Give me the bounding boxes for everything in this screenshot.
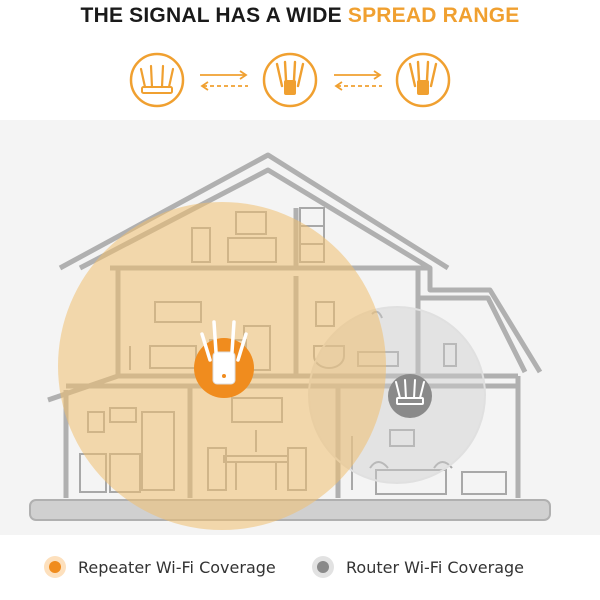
signal-arrows-icon bbox=[200, 70, 248, 91]
legend-repeater-label: Repeater Wi-Fi Coverage bbox=[78, 557, 276, 577]
router-dot-icon bbox=[312, 556, 334, 578]
title-accent: SPREAD RANGE bbox=[347, 4, 520, 27]
title-main: THE SIGNAL HAS A WIDE bbox=[80, 4, 342, 27]
router-device-marker bbox=[388, 374, 432, 418]
legend-router: Router Wi-Fi Coverage bbox=[312, 556, 524, 578]
repeater-device-marker bbox=[194, 320, 254, 398]
repeater-dot-icon bbox=[44, 556, 66, 578]
repeater-icon bbox=[262, 52, 318, 108]
repeater-icon bbox=[395, 52, 451, 108]
router-icon bbox=[129, 52, 185, 108]
legend-router-label: Router Wi-Fi Coverage bbox=[346, 557, 525, 577]
legend-repeater: Repeater Wi-Fi Coverage bbox=[44, 556, 276, 578]
signal-arrows-icon bbox=[334, 70, 382, 91]
signal-flow-row bbox=[129, 52, 451, 108]
page-title: THE SIGNAL HAS A WIDE SPREAD RANGE bbox=[0, 4, 600, 28]
